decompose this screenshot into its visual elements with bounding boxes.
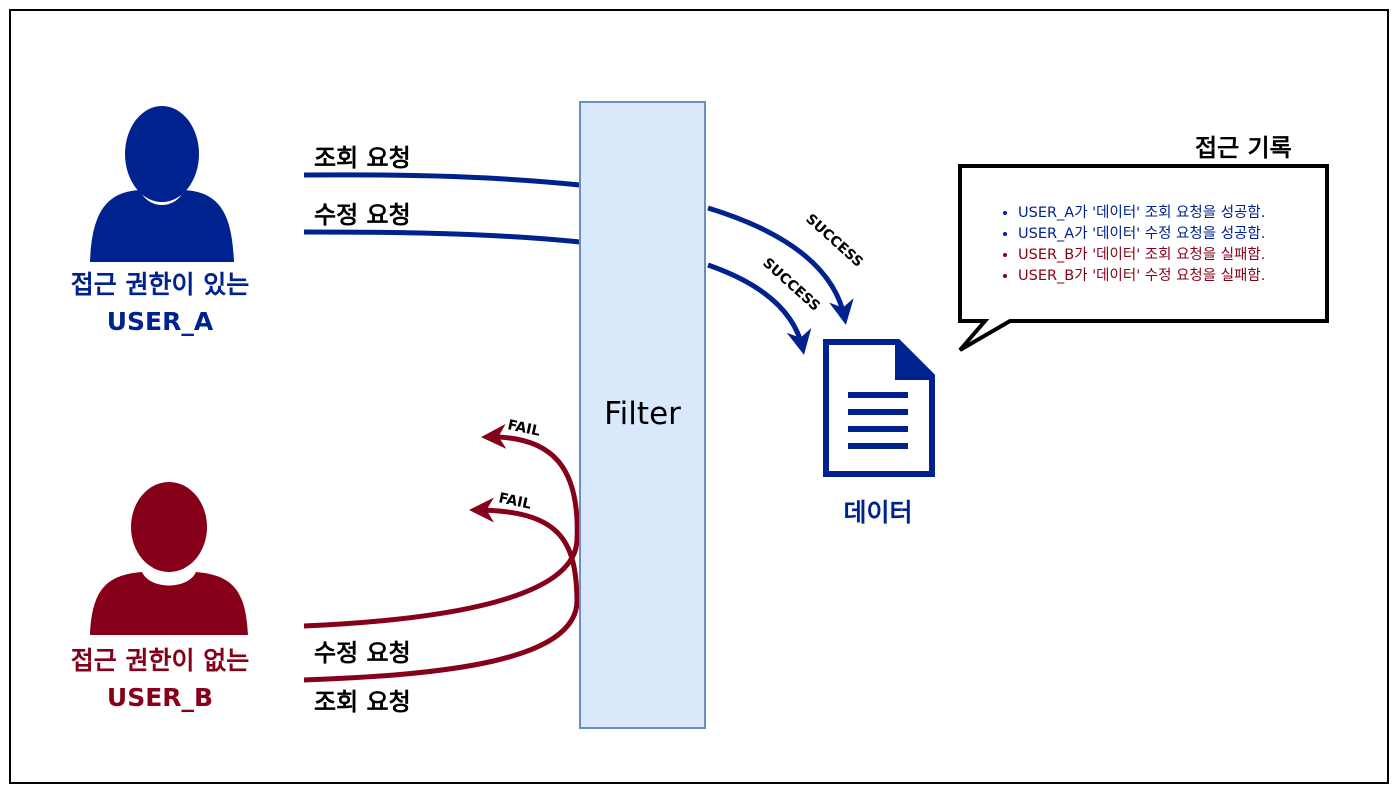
document-icon (823, 339, 935, 477)
user-b-label: 접근 권한이 없는 USER_B (40, 642, 280, 716)
user-a-read-request-label: 조회 요청 (314, 144, 411, 172)
user-b-read-request-fail-line (303, 497, 580, 683)
access-log-entry: USER_A가 '데이터' 수정 요청을 성공함. (1018, 224, 1265, 245)
user-a-label-line1: 접근 권한이 있는 (70, 270, 250, 299)
access-log-entry: USER_A가 '데이터' 조회 요청을 성공함. (1018, 203, 1265, 224)
filter-box (579, 101, 706, 729)
success-arrow-2 (707, 262, 812, 355)
fail-label-1: FAIL (506, 417, 542, 440)
access-log-entry: USER_B가 '데이터' 조회 요청을 실패함. (1018, 245, 1265, 266)
access-log-list: USER_A가 '데이터' 조회 요청을 성공함. USER_A가 '데이터' … (1000, 203, 1265, 287)
user-b-person-icon (90, 482, 248, 635)
user-a-read-request-line (303, 172, 581, 188)
user-a-write-request-line (303, 229, 581, 245)
access-log-entry: USER_B가 '데이터' 수정 요청을 실패함. (1018, 266, 1265, 287)
user-b-read-request-label: 조회 요청 (314, 688, 411, 716)
filter-label: Filter (604, 396, 681, 432)
user-a-write-request-label: 수정 요청 (314, 201, 411, 229)
user-a-label: 접근 권한이 있는 USER_A (40, 266, 280, 340)
access-log-callout (958, 164, 1329, 352)
user-b-write-request-label: 수정 요청 (314, 639, 411, 667)
user-b-label-line2: USER_B (106, 683, 214, 712)
user-b-write-request-fail-line (303, 423, 580, 629)
access-log-title: 접근 기록 (1195, 134, 1292, 162)
success-arrow-1 (707, 205, 854, 325)
user-a-person-icon (90, 106, 234, 262)
data-label: 데이터 (843, 498, 913, 527)
user-a-label-line2: USER_A (106, 307, 214, 336)
user-b-label-line1: 접근 권한이 없는 (70, 646, 250, 675)
diagram-frame (9, 9, 1389, 784)
fail-label-2: FAIL (497, 490, 533, 513)
